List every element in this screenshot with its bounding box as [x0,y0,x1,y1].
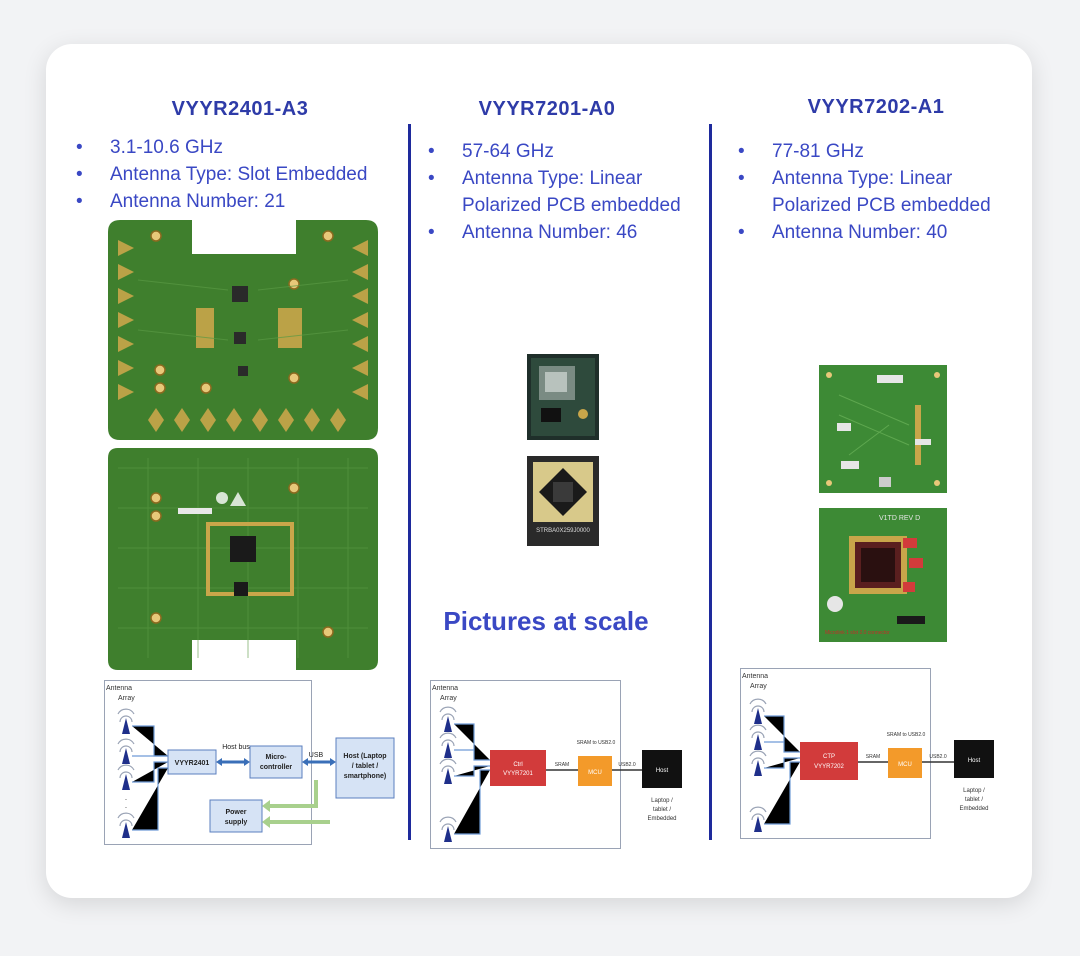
d3-array-label: Array [750,683,767,690]
vyyr2401-board-top-photo [108,220,378,440]
svg-text:supply: supply [225,819,248,826]
d2-bridge-label: SRAM to USB2.0 [577,740,616,746]
divider-right [709,124,712,840]
svg-text:Laptop /: Laptop / [963,788,985,794]
vyyr7202-block-diagram: Antenna Array CTP VYYR7202 SRAM SRAM to … [740,668,994,839]
pictures-at-scale-note: Pictures at scale [443,606,649,636]
svg-text:Power: Power [225,809,246,816]
col1-spec-antenna-type: Antenna Type: Slot Embedded [72,161,392,188]
d2-chip-line1: Ctrl [513,762,522,768]
d2-host-label: Host [656,768,669,774]
svg-text:.: . [125,793,127,802]
col3-spec-antenna-type: Antenna Type: Linear Polarized PCB embed… [734,165,1014,219]
col2-spec-list: 57-64 GHz Antenna Type: Linear Polarized… [424,138,704,246]
svg-text:.: . [125,801,127,810]
d1-usb-label: USB [309,752,324,759]
d3-sram-label: SRAM [866,754,880,760]
connector-note-text: Microlink 1 slot 2.0 connector [825,630,890,636]
board-rev-text: V1TD REV D [879,515,920,522]
col2-spec-antenna-type: Antenna Type: Linear Polarized PCB embed… [424,165,704,219]
col2-title: VYYR7201-A0 [478,98,616,120]
svg-text:controller: controller [260,764,293,771]
d3-host-label: Host [968,758,981,764]
chip-marking-text: STRBA0X259J0000 [536,528,590,534]
svg-text:smartphone): smartphone) [344,773,386,780]
d3-usb-label: USB2.0 [929,754,946,760]
svg-text:tablet /: tablet / [965,797,983,803]
d2-array-label: Array [440,695,457,702]
d1-bus-label: Host bus [222,744,250,751]
vyyr7201-module-photo [527,354,599,440]
d1-antenna-icons [117,708,135,827]
col2-spec-antenna-number: Antenna Number: 46 [424,219,704,246]
svg-text:Embedded: Embedded [959,806,988,812]
col3-spec-antenna-number: Antenna Number: 40 [734,219,1014,246]
svg-text:Micro-: Micro- [266,754,288,761]
vyyr7201-chip-photo: STRBA0X259J0000 [527,456,599,546]
divider-left [408,124,411,840]
d2-mcu-label: MCU [588,770,602,776]
svg-text:Laptop /: Laptop / [651,798,673,804]
d2-usb-label: USB2.0 [618,762,635,768]
d1-array-label: Array [118,695,135,702]
col1-title: VYYR2401-A3 [171,98,309,120]
col3-spec-frequency: 77-81 GHz [734,138,1014,165]
d1-antenna-label: Antenna [106,685,132,692]
vyyr2401-board-bottom-photo [108,448,378,670]
svg-text:tablet /: tablet / [653,807,671,813]
d1-chip-label: VYYR2401 [175,760,210,767]
vyyr7202-board-top-photo [819,365,947,493]
d3-bridge-label: SRAM to USB2.0 [887,732,926,738]
col1-spec-antenna-number: Antenna Number: 21 [72,188,392,215]
svg-text:Host (Laptop: Host (Laptop [343,753,386,760]
vyyr7202-board-bottom-photo: V1TD REV D Microlink 1 slot 2.0 connecto… [819,508,947,642]
d2-chip-line2: VYYR7201 [503,771,533,777]
d3-antenna-label: Antenna [742,673,768,680]
col3-spec-list: 77-81 GHz Antenna Type: Linear Polarized… [734,138,1014,246]
col2-spec-frequency: 57-64 GHz [424,138,704,165]
vyyr2401-block-diagram: Antenna Array . . VYYR2401 Host bus Micr… [104,680,395,845]
svg-text:Embedded: Embedded [647,816,676,822]
d3-chip-line2: VYYR7202 [814,764,844,770]
col1-spec-list: 3.1-10.6 GHz Antenna Type: Slot Embedded… [72,134,392,215]
d3-mcu-label: MCU [898,762,912,768]
d2-antenna-label: Antenna [432,685,458,692]
svg-text:/ tablet /: / tablet / [352,763,379,770]
col3-title: VYYR7202-A1 [807,96,945,118]
d3-chip-line1: CTP [823,754,835,760]
col1-spec-frequency: 3.1-10.6 GHz [72,134,392,161]
vyyr7201-block-diagram: Antenna Array Ctrl VYYR7201 SRAM SRAM to… [430,680,682,849]
d2-sram-label: SRAM [555,762,569,768]
